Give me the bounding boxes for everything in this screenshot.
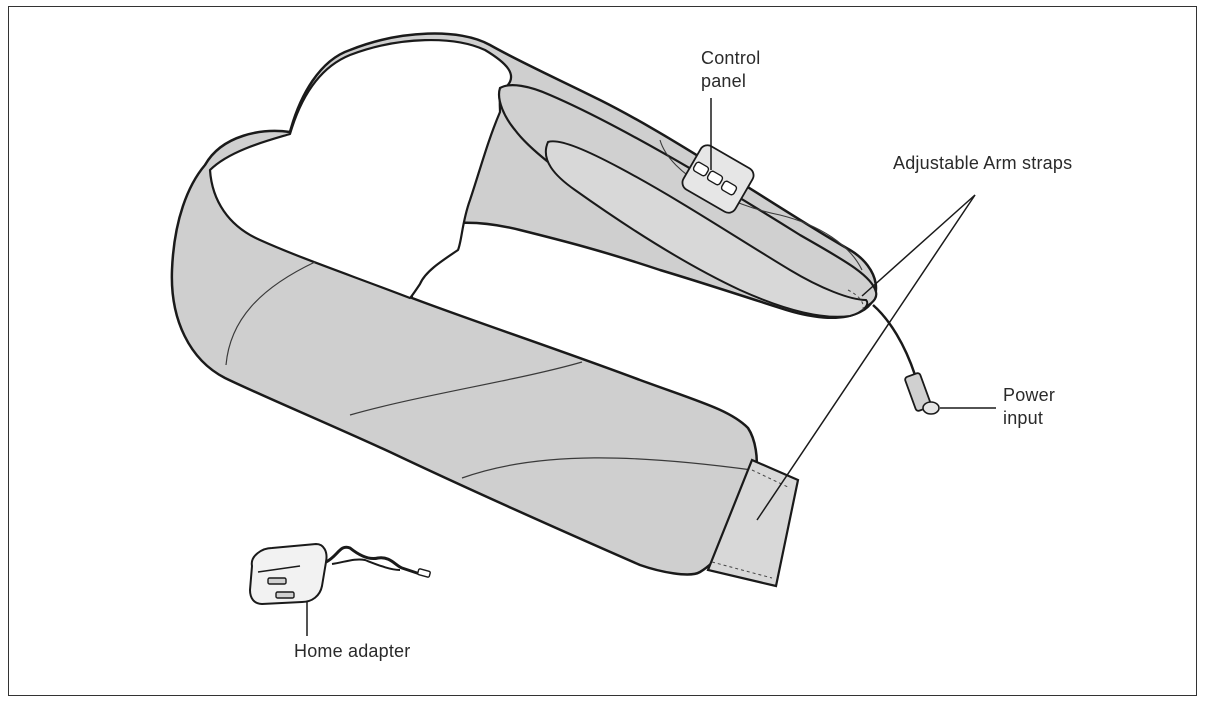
power-input-label-line-1: Power (1003, 385, 1056, 405)
seam-line-4 (659, 139, 863, 271)
arm-straps-leader-2 (756, 194, 976, 521)
control-panel-label-line-2: panel (701, 71, 747, 91)
button-2-icon (706, 170, 724, 186)
button-1-icon (692, 161, 710, 177)
power-plug-icon (904, 372, 940, 415)
power-input-label: Power input (1003, 384, 1055, 430)
diagram-frame (8, 6, 1197, 696)
lower-arm (544, 140, 869, 318)
control-panel-label-line-1: Control (701, 48, 761, 68)
bottom-strap-stitch-1 (751, 469, 791, 489)
home-adapter-icon (248, 542, 431, 606)
control-panel (681, 144, 755, 214)
bottom-strap-stitch-2 (711, 561, 773, 579)
arm-straps-label-text: Adjustable Arm straps (893, 153, 1073, 173)
button-3-icon (720, 180, 738, 196)
arm-straps-leader-1 (861, 194, 976, 297)
neck-opening (208, 39, 513, 300)
power-cord (872, 304, 917, 376)
seam-line-2 (349, 361, 583, 416)
home-adapter-label: Home adapter (294, 640, 410, 663)
upper-strap-stitch (847, 289, 864, 313)
seam-line-3 (461, 457, 753, 479)
power-input-label-line-2: input (1003, 408, 1044, 428)
seam-line-1 (225, 261, 316, 366)
control-panel-label: Control panel (701, 47, 760, 93)
arm-straps-label: Adjustable Arm straps (893, 152, 1072, 175)
home-adapter-label-text: Home adapter (294, 641, 411, 661)
